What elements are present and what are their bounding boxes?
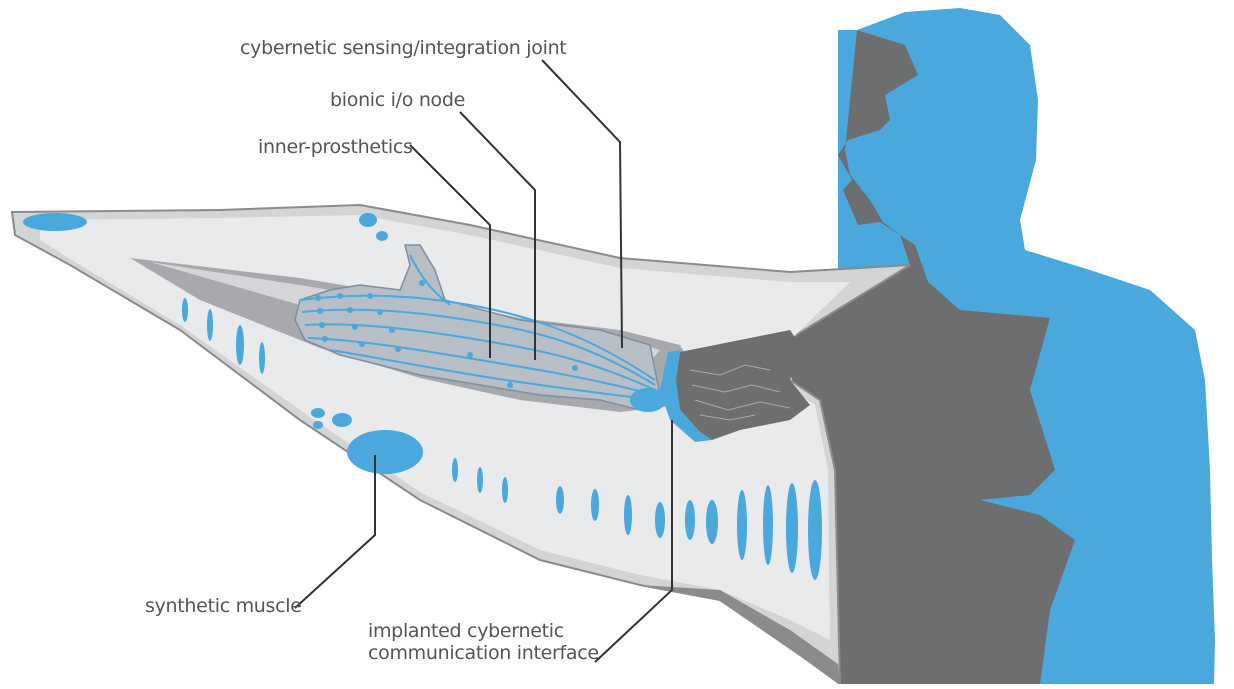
muscle-blob — [556, 486, 564, 514]
muscle-blob — [182, 298, 188, 322]
muscle-blob — [763, 485, 773, 565]
muscle-blob — [591, 489, 599, 521]
muscle-blob — [624, 495, 632, 535]
muscle-blob — [236, 325, 244, 365]
muscle-blob — [452, 458, 458, 482]
wire-node — [367, 293, 373, 299]
muscle-blob — [313, 421, 323, 429]
muscle-blob — [23, 213, 87, 231]
wire-node — [467, 352, 473, 358]
muscle-blob — [311, 408, 325, 418]
wire-node — [395, 346, 401, 352]
label-interface-line1: implanted cybernetic — [368, 620, 599, 642]
wire-node — [419, 280, 425, 286]
wire-node — [389, 327, 395, 333]
muscle-blob — [685, 500, 695, 540]
wire-node — [377, 309, 383, 315]
muscle-blob — [808, 480, 822, 580]
interface-node — [630, 388, 666, 412]
muscle-blob — [347, 430, 423, 474]
muscle-blob — [259, 342, 265, 374]
muscle-blob — [706, 500, 718, 544]
wire-node — [319, 322, 325, 328]
muscle-blob — [655, 502, 665, 538]
label-bionic-node: bionic i/o node — [330, 89, 465, 111]
muscle-blob — [207, 309, 213, 341]
wire-node — [347, 307, 353, 313]
muscle-blob — [332, 413, 352, 427]
muscle-blob — [737, 490, 747, 560]
label-inner-prosthetics: inner-prosthetics — [258, 136, 413, 158]
muscle-blob — [786, 483, 798, 573]
label-communication-interface: implanted cybernetic communication inter… — [368, 620, 599, 664]
wire-node — [572, 365, 578, 371]
muscle-blob — [376, 231, 388, 241]
label-cybernetic-joint: cybernetic sensing/integration joint — [240, 37, 566, 59]
muscle-blob — [477, 467, 483, 493]
wire-node — [317, 308, 323, 314]
wire-node — [322, 336, 328, 342]
label-interface-line2: communication interface — [368, 642, 599, 664]
leader-muscle — [295, 455, 375, 608]
wire-node — [359, 341, 365, 347]
muscle-blob — [359, 213, 377, 227]
label-synthetic-muscle: synthetic muscle — [145, 595, 302, 617]
muscle-blob — [502, 477, 508, 503]
wire-node — [352, 324, 358, 330]
wire-node — [337, 293, 343, 299]
wire-node — [315, 295, 321, 301]
wire-node — [507, 382, 513, 388]
